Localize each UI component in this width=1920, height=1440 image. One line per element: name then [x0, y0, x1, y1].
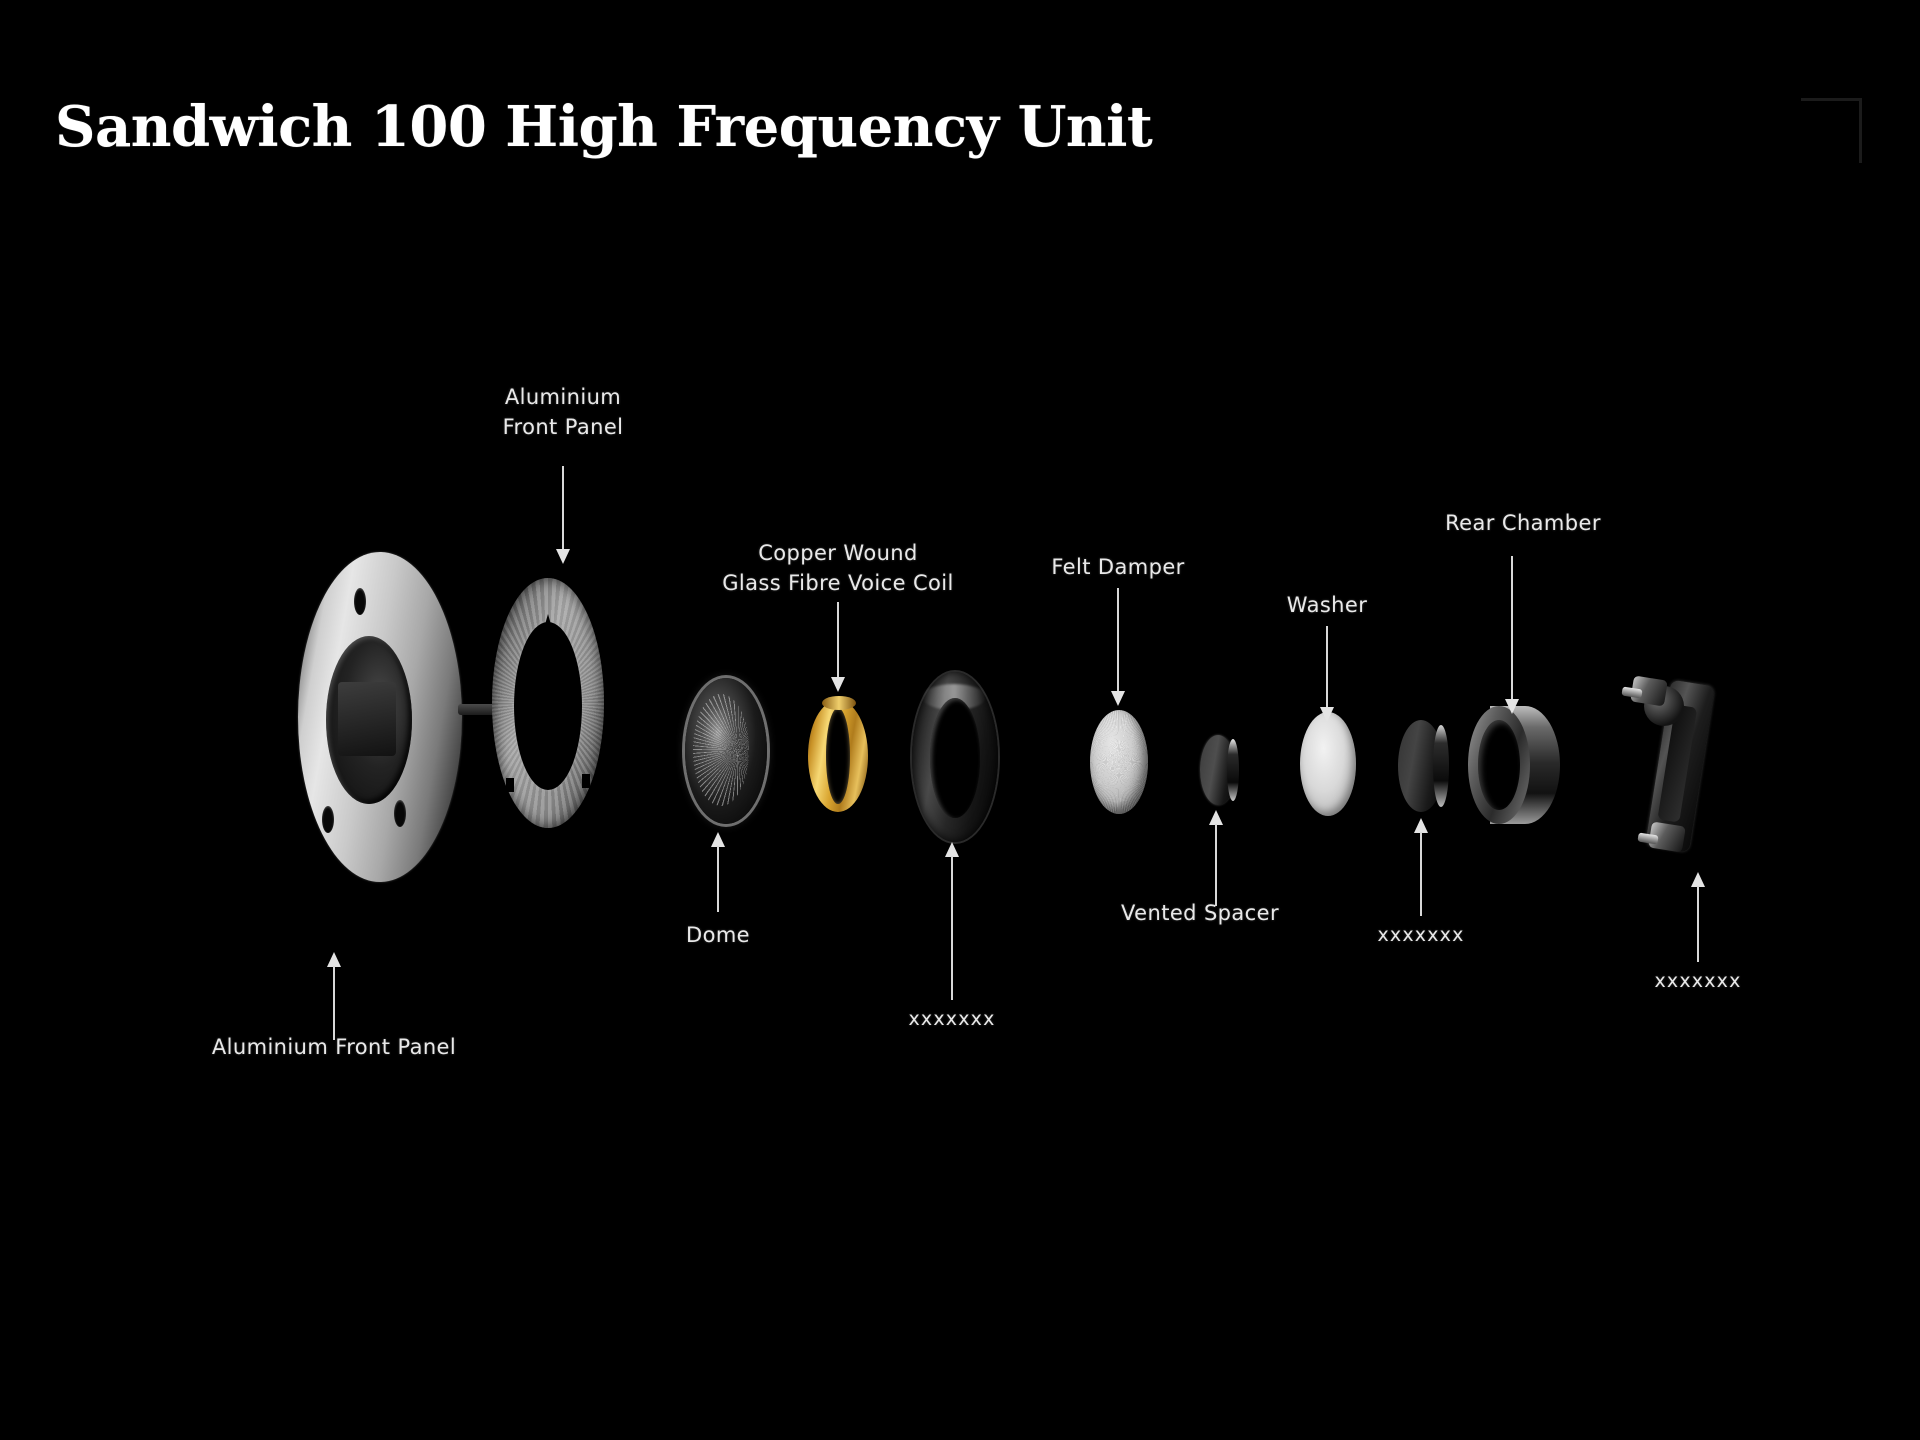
panel-screw-hole	[322, 806, 334, 833]
panel-screw-hole	[354, 588, 366, 615]
panel-screw-hole	[394, 800, 406, 827]
leader-washer	[1317, 626, 1337, 722]
label-mounting-bracket: xxxxxxx	[1654, 970, 1742, 992]
panel-rim	[426, 562, 486, 872]
leader-dome	[708, 832, 728, 912]
part-voice-coil	[808, 696, 868, 812]
leader-mounting-bracket	[1688, 872, 1708, 962]
leader-dark-ring	[942, 842, 962, 1000]
bracket-pin	[1621, 686, 1643, 699]
label-dark-puck: xxxxxxx	[1377, 924, 1465, 946]
part-vented-spacer	[1200, 735, 1239, 805]
label-washer: Washer	[1286, 593, 1368, 617]
gasket-notch	[506, 778, 514, 792]
chamber-bore	[1478, 720, 1520, 810]
part-aluminium-front-panel-gasket	[492, 578, 604, 828]
label-voice-coil: Copper Wound Glass Fibre Voice Coil	[722, 541, 954, 595]
bracket-pin	[1637, 832, 1659, 845]
leader-aluminium-front-panel-gasket	[553, 466, 573, 564]
dome-ribs	[693, 694, 749, 806]
label-rear-chamber: Rear Chamber	[1445, 511, 1601, 535]
leader-vented-spacer	[1206, 810, 1226, 906]
leader-aluminium-front-panel-disc	[324, 952, 344, 1040]
gasket-notch	[582, 774, 590, 788]
panel-aperture	[326, 636, 412, 804]
leader-rear-chamber	[1502, 556, 1522, 714]
label-vented-spacer: Vented Spacer	[1121, 901, 1279, 925]
label-dark-ring: xxxxxxx	[908, 1008, 996, 1030]
gasket-aperture	[514, 622, 582, 790]
label-felt-damper: Felt Damper	[1051, 555, 1185, 579]
label-dome: Dome	[686, 923, 750, 947]
part-aluminium-front-panel-disc	[298, 552, 536, 882]
ring-bore	[930, 698, 980, 818]
corner-bracket-decoration	[1801, 98, 1862, 163]
part-dome	[685, 678, 767, 824]
gasket-notch	[544, 614, 552, 628]
coil-top-edge	[822, 696, 856, 710]
part-dark-puck	[1398, 720, 1449, 812]
coil-bore	[826, 708, 850, 804]
spacer-edge	[1227, 739, 1239, 801]
felt-texture	[1090, 710, 1148, 814]
leader-felt-damper	[1108, 588, 1128, 706]
part-felt-damper	[1090, 710, 1148, 814]
part-rear-chamber	[1468, 706, 1560, 826]
part-washer	[1300, 712, 1356, 816]
part-mounting-bracket	[1621, 675, 1736, 856]
leader-dark-puck	[1411, 818, 1431, 916]
leader-voice-coil	[828, 602, 848, 692]
page-title: Sandwich 100 High Frequency Unit	[55, 94, 1153, 160]
label-aluminium-front-panel-disc: Aluminium Front Panel	[211, 1035, 457, 1059]
part-dark-ring	[912, 672, 998, 842]
label-aluminium-front-panel-gasket: Aluminium Front Panel	[502, 385, 624, 439]
puck-edge	[1433, 725, 1449, 807]
